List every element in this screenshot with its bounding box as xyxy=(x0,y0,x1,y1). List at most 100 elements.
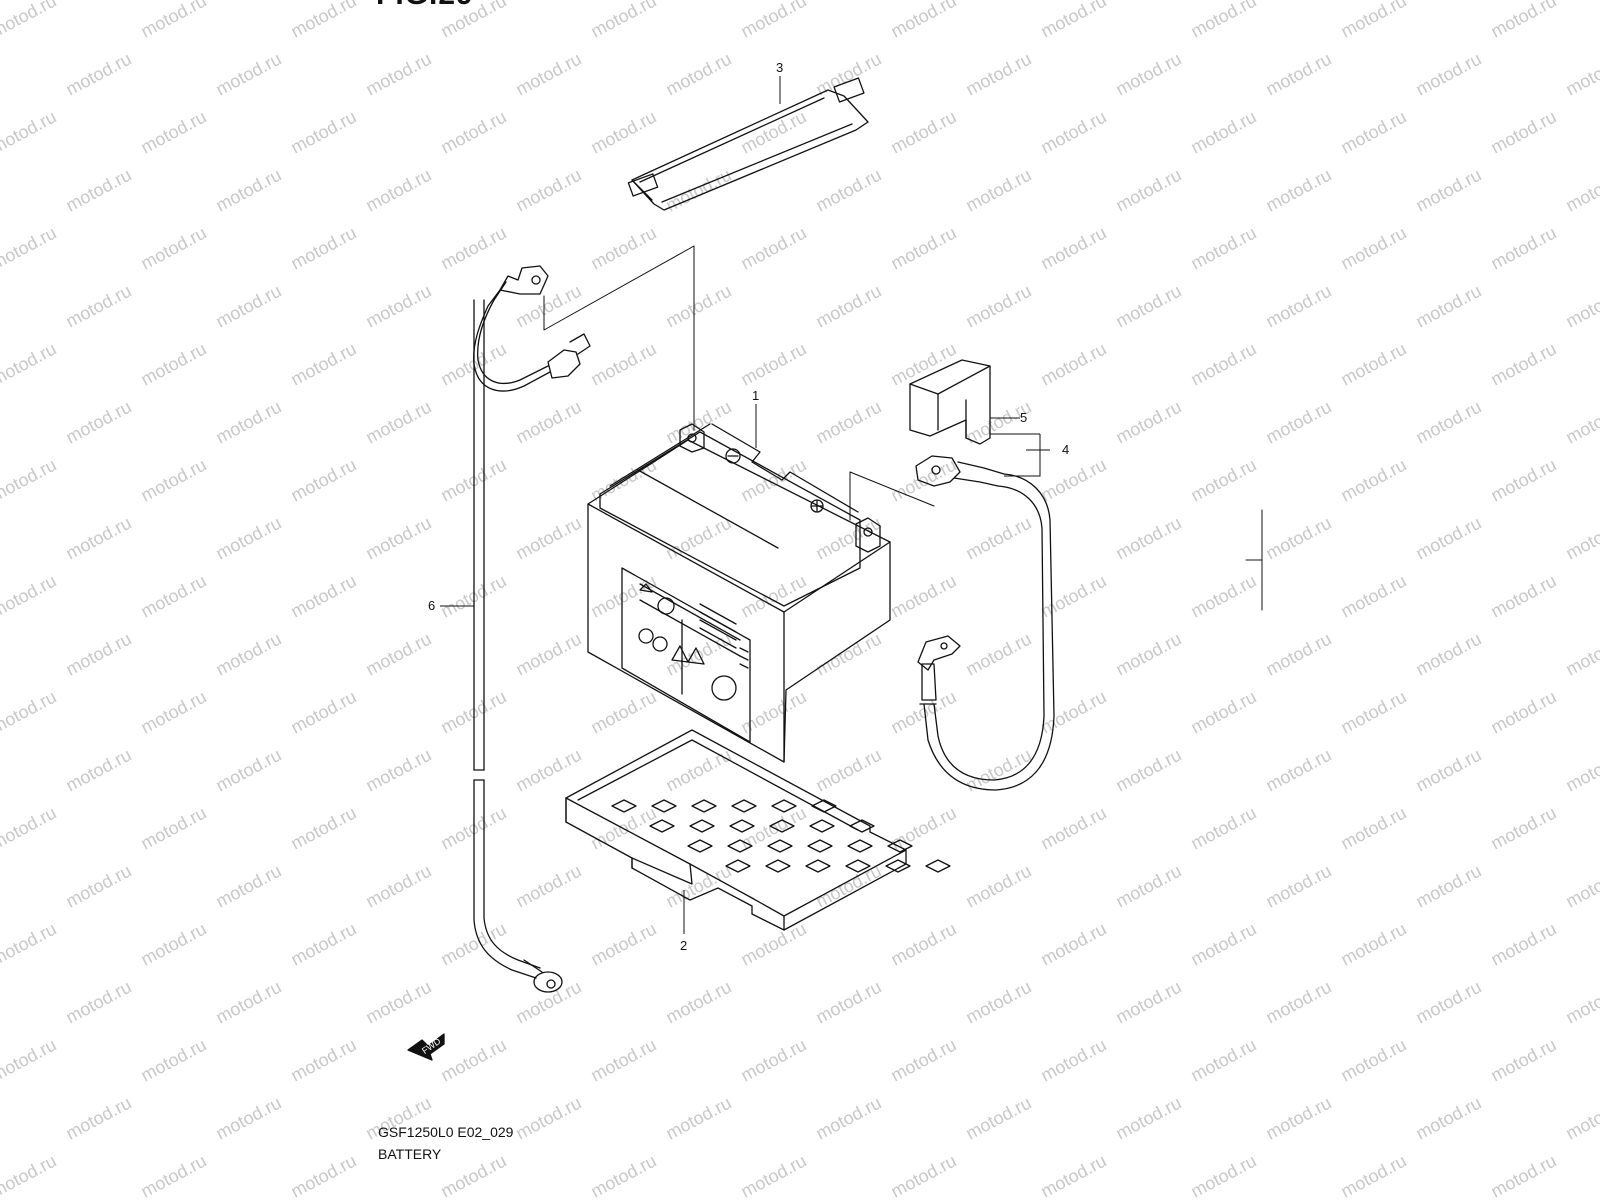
watermark-text: motod.ru xyxy=(1037,223,1109,274)
watermark-text: motod.ru xyxy=(1412,1093,1484,1144)
callout-6: 6 xyxy=(428,598,435,613)
watermark-text: motod.ru xyxy=(1112,281,1184,332)
watermark-text: motod.ru xyxy=(887,223,959,274)
tray-slot xyxy=(691,799,717,813)
watermark-text: motod.ru xyxy=(62,397,134,448)
watermark-text: motod.ru xyxy=(0,1151,60,1200)
watermark-text: motod.ru xyxy=(212,165,284,216)
watermark-text: motod.ru xyxy=(1487,339,1559,390)
watermark-text: motod.ru xyxy=(437,223,509,274)
watermark-text: motod.ru xyxy=(287,223,359,274)
watermark-text: motod.ru xyxy=(662,977,734,1028)
tray-slot xyxy=(771,799,797,813)
watermark-text: motod.ru xyxy=(887,339,959,390)
watermark-text: motod.ru xyxy=(962,629,1034,680)
watermark-text: motod.ru xyxy=(512,165,584,216)
watermark-text: motod.ru xyxy=(362,513,434,564)
watermark-text: motod.ru xyxy=(212,745,284,796)
tray-slot xyxy=(885,859,911,873)
watermark-text: motod.ru xyxy=(1337,1035,1409,1086)
watermark-text: motod.ru xyxy=(1037,571,1109,622)
watermark-text: motod.ru xyxy=(662,1093,734,1144)
watermark-text: motod.ru xyxy=(512,513,584,564)
watermark-text: motod.ru xyxy=(137,339,209,390)
watermark-text: motod.ru xyxy=(1487,1151,1559,1200)
watermark-text: motod.ru xyxy=(1412,977,1484,1028)
watermark-text: motod.ru xyxy=(812,165,884,216)
watermark-text: motod.ru xyxy=(587,0,659,42)
watermark-text: motod.ru xyxy=(962,861,1034,912)
watermark-text: motod.ru xyxy=(1037,1035,1109,1086)
watermark-text: motod.ru xyxy=(1112,49,1184,100)
callout-labels: 3 1 6 5 4 2 xyxy=(428,60,1069,953)
watermark-text: motod.ru xyxy=(737,1151,809,1200)
watermark-text: motod.ru xyxy=(662,513,734,564)
watermark-text: motod.ru xyxy=(62,49,134,100)
tray-slot xyxy=(765,859,791,873)
watermark-text: motod.ru xyxy=(1562,745,1600,796)
watermark-text: motod.ru xyxy=(812,397,884,448)
watermark-text: motod.ru xyxy=(1337,571,1409,622)
watermark-text: motod.ru xyxy=(737,223,809,274)
watermark-text: motod.ru xyxy=(587,919,659,970)
watermark-text: motod.ru xyxy=(512,49,584,100)
watermark-text: motod.ru xyxy=(0,107,60,158)
watermark-text: motod.ru xyxy=(662,397,734,448)
watermark-text: motod.ru xyxy=(437,107,509,158)
watermark-text: motod.ru xyxy=(1412,513,1484,564)
watermark-text: motod.ru xyxy=(1562,165,1600,216)
tray-slot xyxy=(731,799,757,813)
watermark-text: motod.ru xyxy=(1187,803,1259,854)
watermark-text: motod.ru xyxy=(287,1035,359,1086)
watermark-text: motod.ru xyxy=(1112,165,1184,216)
watermark-text: motod.ru xyxy=(1337,0,1409,42)
watermark-text: motod.ru xyxy=(287,803,359,854)
watermark-text: motod.ru xyxy=(1337,107,1409,158)
watermark-text: motod.ru xyxy=(587,223,659,274)
watermark-text: motod.ru xyxy=(737,1035,809,1086)
frame-mark xyxy=(1245,509,1263,611)
watermark-text: motod.ru xyxy=(1262,977,1334,1028)
watermark-text: motod.ru xyxy=(1412,745,1484,796)
watermark-text: motod.ru xyxy=(962,1093,1034,1144)
watermark-text: motod.ru xyxy=(212,281,284,332)
watermark-text: motod.ru xyxy=(1562,977,1600,1028)
watermark-text: motod.ru xyxy=(1187,107,1259,158)
watermark-text: motod.ru xyxy=(1262,49,1334,100)
watermark-text: motod.ru xyxy=(1187,571,1259,622)
watermark-text: motod.ru xyxy=(437,0,509,42)
watermark-text: motod.ru xyxy=(1037,1151,1109,1200)
watermark-text: motod.ru xyxy=(1187,919,1259,970)
watermark-text: motod.ru xyxy=(212,513,284,564)
watermark-text: motod.ru xyxy=(512,629,584,680)
watermark-text: motod.ru xyxy=(1487,107,1559,158)
battery-strap xyxy=(627,77,869,211)
watermark-text: motod.ru xyxy=(1187,223,1259,274)
watermark-text: motod.ru xyxy=(0,455,60,506)
watermark-text: motod.ru xyxy=(1187,687,1259,738)
watermark-text: motod.ru xyxy=(0,571,60,622)
watermark-text: motod.ru xyxy=(1112,397,1184,448)
watermark-text: motod.ru xyxy=(1412,49,1484,100)
watermark-text: motod.ru xyxy=(287,107,359,158)
watermark-text: motod.ru xyxy=(287,339,359,390)
watermark-text: motod.ru xyxy=(662,165,734,216)
callout-5: 5 xyxy=(1020,410,1027,425)
watermark-text: motod.ru xyxy=(1412,165,1484,216)
watermark-text: motod.ru xyxy=(137,1035,209,1086)
watermark-text: motod.ru xyxy=(812,629,884,680)
watermark-text: motod.ru xyxy=(512,281,584,332)
watermark-text: motod.ru xyxy=(362,861,434,912)
watermark-text: motod.ru xyxy=(1487,687,1559,738)
watermark-text: motod.ru xyxy=(1262,165,1334,216)
watermark-text: motod.ru xyxy=(1187,1035,1259,1086)
watermark-text: motod.ru xyxy=(812,977,884,1028)
watermark-text: motod.ru xyxy=(1337,919,1409,970)
watermark-text: motod.ru xyxy=(362,165,434,216)
watermark-text: motod.ru xyxy=(1337,1151,1409,1200)
watermark-text: motod.ru xyxy=(1562,861,1600,912)
watermark-text: motod.ru xyxy=(62,513,134,564)
watermark-text: motod.ru xyxy=(1487,223,1559,274)
watermark-text: motod.ru xyxy=(1037,339,1109,390)
watermark-text: motod.ru xyxy=(362,745,434,796)
